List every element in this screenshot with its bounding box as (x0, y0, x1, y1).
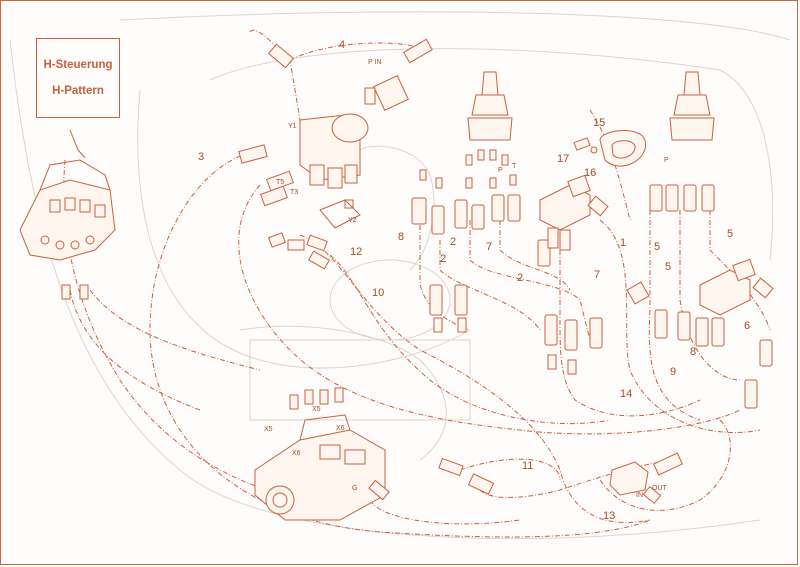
fittings-group-left (411, 194, 603, 375)
callout-4: 4 (339, 39, 345, 51)
label-x6-right: X6 (336, 425, 345, 432)
callout-2b: 2 (440, 253, 446, 265)
port-labels: P IN Y1 Y2 T5 T3 X5 X5 X6 X6 G OUT IN P … (264, 59, 669, 499)
joystick-right (669, 71, 715, 141)
hose-11-fittings (438, 457, 495, 495)
callout-16: 16 (584, 167, 596, 179)
label-x5-top: X5 (312, 406, 321, 413)
title-line-2: H-Pattern (52, 85, 104, 97)
hose-4-fittings (268, 38, 433, 111)
shuttle-valve (609, 452, 683, 505)
label-p-top: P (498, 167, 503, 174)
callout-3: 3 (198, 151, 204, 163)
callout-numbers: 4 3 15 17 16 8 2 2 7 12 10 2 1 7 5 5 5 6… (198, 39, 750, 522)
hose-12-fittings (268, 232, 330, 270)
clamp-15 (599, 130, 646, 167)
callout-6: 6 (744, 320, 750, 332)
callout-2a: 2 (450, 236, 456, 248)
fittings-group-right (626, 184, 725, 347)
callout-5a: 5 (654, 241, 660, 253)
label-g: G (352, 485, 357, 492)
label-x5-left: X5 (264, 426, 273, 433)
title-box: H-Steuerung H-Pattern (36, 38, 120, 118)
callout-11: 11 (522, 460, 533, 472)
label-p-right: P (664, 157, 669, 164)
joystick-left (467, 71, 513, 141)
callout-8a: 8 (398, 231, 404, 243)
valve-block-right (699, 258, 774, 409)
callout-12: 12 (350, 246, 362, 258)
label-y1: Y1 (288, 123, 297, 130)
callout-17: 17 (557, 153, 569, 165)
callout-15: 15 (593, 117, 605, 129)
label-y2: Y2 (348, 217, 357, 224)
callout-7a: 7 (486, 241, 492, 253)
joystick-left-ports (419, 149, 517, 189)
main-control-valve (19, 129, 116, 300)
label-t3: T3 (290, 189, 298, 196)
callout-1: 1 (620, 237, 626, 249)
label-t5: T5 (276, 179, 284, 186)
bolt-17 (573, 137, 598, 154)
valve-block-center (539, 174, 609, 251)
y2-plate (319, 199, 361, 229)
label-in: IN (636, 492, 643, 499)
callout-10: 10 (372, 287, 384, 299)
title-line-1: H-Steuerung (43, 59, 113, 71)
hose-lines (63, 29, 771, 538)
callout-9: 9 (670, 366, 676, 378)
callout-8b: 8 (690, 346, 696, 358)
callout-7b: 7 (594, 269, 600, 281)
hydraulic-pump (254, 387, 390, 521)
callout-5b: 5 (665, 261, 671, 273)
callout-13: 13 (603, 510, 615, 522)
label-out: OUT (652, 485, 668, 492)
callout-5c: 5 (727, 228, 733, 240)
solenoid-valve-top (238, 113, 369, 207)
label-t-top: T (512, 163, 517, 170)
label-x6-mid: X6 (292, 450, 301, 457)
callout-14: 14 (620, 388, 632, 400)
label-p-in: P IN (368, 59, 382, 66)
callout-2c: 2 (517, 272, 523, 284)
